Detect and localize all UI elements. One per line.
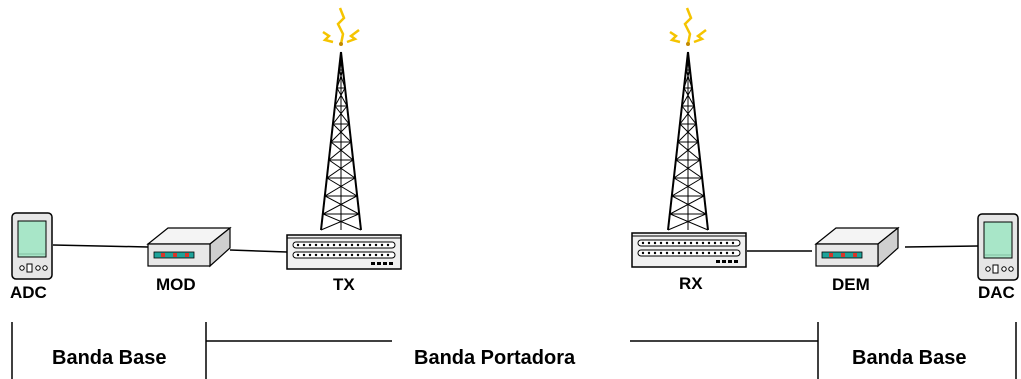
adc-label: ADC <box>10 283 47 302</box>
dac-handheld-icon <box>977 213 1019 281</box>
dem-demodulator-icon <box>815 227 899 267</box>
mod-label: MOD <box>156 275 196 294</box>
rx-receiver-icon <box>631 232 747 268</box>
link-dem-dac <box>904 245 979 248</box>
rx-antenna-tower-icon <box>667 6 709 231</box>
link-mod-tx <box>229 249 288 253</box>
link-adc-mod <box>52 244 149 248</box>
band-portadora-label: Banda Portadora <box>414 347 576 369</box>
dem-label: DEM <box>832 275 870 294</box>
band-base-right-label: Banda Base <box>852 347 967 369</box>
mod-modem-icon <box>147 227 231 267</box>
tx-label: TX <box>333 275 355 294</box>
tx-transmitter-icon <box>286 234 402 270</box>
tx-antenna-tower-icon <box>320 6 362 231</box>
adc-handheld-icon <box>11 212 53 280</box>
dac-label: DAC <box>978 283 1015 302</box>
rx-label: RX <box>679 274 703 293</box>
band-base-left-label: Banda Base <box>52 347 167 369</box>
